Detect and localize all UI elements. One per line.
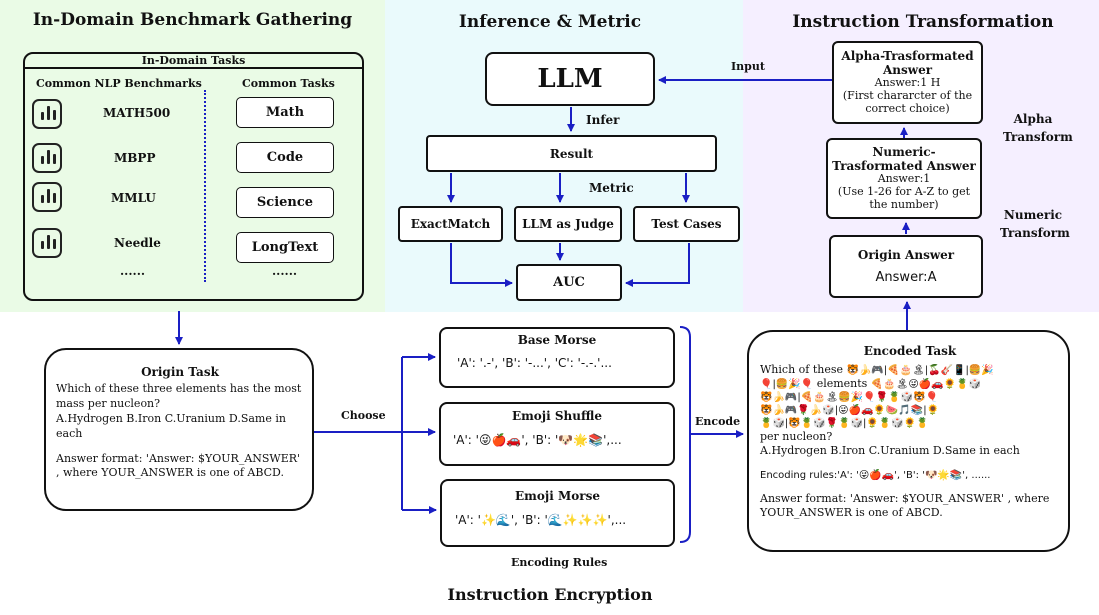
encryption-title: Instruction Encryption <box>447 585 653 604</box>
encoded-task-box: Encoded Task Which of these 🐯🍌🎮|🍕🎂🏝|🍒🎸📱|… <box>747 330 1070 552</box>
llm-judge-box: LLM as Judge <box>514 206 622 242</box>
base-morse-title: Base Morse <box>517 333 597 347</box>
inference-title: Inference & Metric <box>458 12 642 32</box>
task-science-label: Science <box>256 195 314 210</box>
alpha-answer-box: Alpha-Trasformated Answer Answer:1 H (Fi… <box>832 41 983 124</box>
encoded-rules: Encoding rules:'A': '😜🍎🚗', 'B': '🐶🌟📚', .… <box>760 469 991 481</box>
task-longtext-label: LongText <box>251 240 319 255</box>
common-tasks-header: Common Tasks <box>242 77 335 90</box>
in-domain-tasks-divider <box>23 67 364 69</box>
origin-task-question: Which of these three elements has the mo… <box>56 382 302 411</box>
task-math-label: Math <box>265 105 305 120</box>
origin-task-title: Origin Task <box>141 365 219 379</box>
common-nlp-benchmarks-header: Common NLP Benchmarks <box>36 77 202 90</box>
numeric-answer-note: (Use 1-26 for A-Z to get the number) <box>837 184 971 211</box>
llm-label: LLM <box>537 64 603 94</box>
emoji-shuffle-box: Emoji Shuffle 'A': '😜🍎🚗', 'B': '🐶🌟📚',... <box>439 402 675 466</box>
encoded-mid: elements <box>816 376 868 390</box>
gathering-title: In-Domain Benchmark Gathering <box>32 10 353 30</box>
encoded-emoji-line3: 🍕🎂🏝😜🍎🚗🌻🍍🎲 <box>870 378 982 390</box>
base-morse-box: Base Morse 'A': '.-', 'B': '-...', 'C': … <box>439 327 675 388</box>
column-separator <box>204 90 206 282</box>
llm-box: LLM <box>485 52 655 106</box>
result-label: Result <box>549 146 594 161</box>
numeric-answer-box: Numeric-Trasformated Answer Answer:1 (Us… <box>826 138 982 219</box>
benchmark-mbpp: MBPP <box>114 151 156 165</box>
benchmark-more: ...... <box>120 264 146 278</box>
alpha-transform-label: Alpha Transform <box>1003 112 1073 144</box>
origin-task-format: Answer format: 'Answer: $YOUR_ANSWER' , … <box>56 451 301 480</box>
emoji-morse-title: Emoji Morse <box>515 489 600 503</box>
task-math: Math <box>236 97 334 128</box>
task-code: Code <box>236 142 334 173</box>
test-cases-box: Test Cases <box>633 206 740 242</box>
origin-answer-box: Origin Answer Answer:A <box>829 235 983 298</box>
encoded-emoji-line4: 🐯🍌🎮|🍕🎂🏝🍔🎉🎈🌹🍍🎲🐯🎈 <box>760 392 938 404</box>
encoded-emoji-line5: 🐯🍌🎮🌹🍌🎲|😜🍎🚗🌻🍉🎵📚|🌻 <box>760 405 940 417</box>
numeric-answer-title: Numeric-Trasformated Answer <box>832 144 976 173</box>
encode-bracket <box>679 326 691 543</box>
origin-answer-value: Answer:A <box>875 270 937 285</box>
origin-task-box: Origin Task Which of these three element… <box>44 348 314 511</box>
task-more: ...... <box>272 264 298 278</box>
task-science: Science <box>236 187 334 218</box>
result-box: Result <box>426 135 717 172</box>
numeric-transform-label: Numeric Transform <box>1000 208 1070 240</box>
encoded-prefix: Which of these <box>760 362 844 376</box>
bar-chart-icon <box>32 143 62 173</box>
test-cases-label: Test Cases <box>651 217 722 231</box>
alpha-answer-note: (First chararcter of the correct choice) <box>842 88 973 115</box>
arrow-exactmatch-auc <box>450 243 513 287</box>
encoded-emoji-line2: 🎈|🍔🎉🎈 <box>760 378 814 390</box>
encoded-task-title: Encoded Task <box>863 344 957 358</box>
input-label: Input <box>731 60 765 73</box>
numeric-answer-value: Answer:1 <box>877 172 931 186</box>
base-morse-example: 'A': '.-', 'B': '-...', 'C': '-.-.'... <box>457 356 612 370</box>
encoded-format: Answer format: 'Answer: $YOUR_ANSWER' , … <box>760 491 1050 520</box>
arrow-testcases-auc <box>625 243 690 287</box>
alpha-answer-title: Alpha-Trasformated Answer <box>841 48 974 77</box>
benchmark-mmlu: MMLU <box>111 191 156 205</box>
encoded-suffix: per nucleon? <box>760 430 833 444</box>
benchmark-needle: Needle <box>114 236 161 250</box>
bar-chart-icon <box>32 99 62 129</box>
emoji-morse-box: Emoji Morse 'A': '✨🌊', 'B': '🌊✨✨✨',... <box>440 479 675 547</box>
emoji-shuffle-example: 'A': '😜🍎🚗', 'B': '🐶🌟📚',... <box>453 433 622 447</box>
task-longtext: LongText <box>236 232 334 263</box>
encode-label: Encode <box>695 415 741 428</box>
exactmatch-box: ExactMatch <box>398 206 503 242</box>
exactmatch-label: ExactMatch <box>410 217 491 231</box>
metric-label: Metric <box>589 181 634 195</box>
infer-label: Infer <box>586 113 620 127</box>
in-domain-tasks-header: In-Domain Tasks <box>141 54 246 67</box>
task-code-label: Code <box>266 150 304 165</box>
benchmark-math500: MATH500 <box>103 106 171 120</box>
auc-box: AUC <box>516 264 622 301</box>
origin-answer-title: Origin Answer <box>857 248 955 262</box>
auc-label: AUC <box>553 275 585 290</box>
encoding-rules-label: Encoding Rules <box>511 556 608 569</box>
emoji-shuffle-title: Emoji Shuffle <box>511 409 603 423</box>
choose-label: Choose <box>341 409 386 422</box>
alpha-answer-value: Answer:1 H <box>874 76 941 90</box>
emoji-morse-example: 'A': '✨🌊', 'B': '🌊✨✨✨',... <box>455 513 627 527</box>
encoded-emoji-line1: 🐯🍌🎮|🍕🎂🏝|🍒🎸📱|🍔🎉 <box>846 364 994 376</box>
origin-task-choices: A.Hydrogen B.Iron C.Uranium D.Same in ea… <box>56 411 286 440</box>
transform-title: Instruction Transformation <box>792 12 1054 32</box>
llm-judge-label: LLM as Judge <box>522 217 614 231</box>
encoded-choices: A.Hydrogen B.Iron C.Uranium D.Same in ea… <box>760 444 1020 458</box>
bar-chart-icon <box>32 182 62 212</box>
bar-chart-icon <box>32 228 62 258</box>
encoded-emoji-line6: 🍍🎲|🐯🍍🎲🌹🍍🎲|🌻🍍🎲🌻🍍 <box>760 418 929 430</box>
